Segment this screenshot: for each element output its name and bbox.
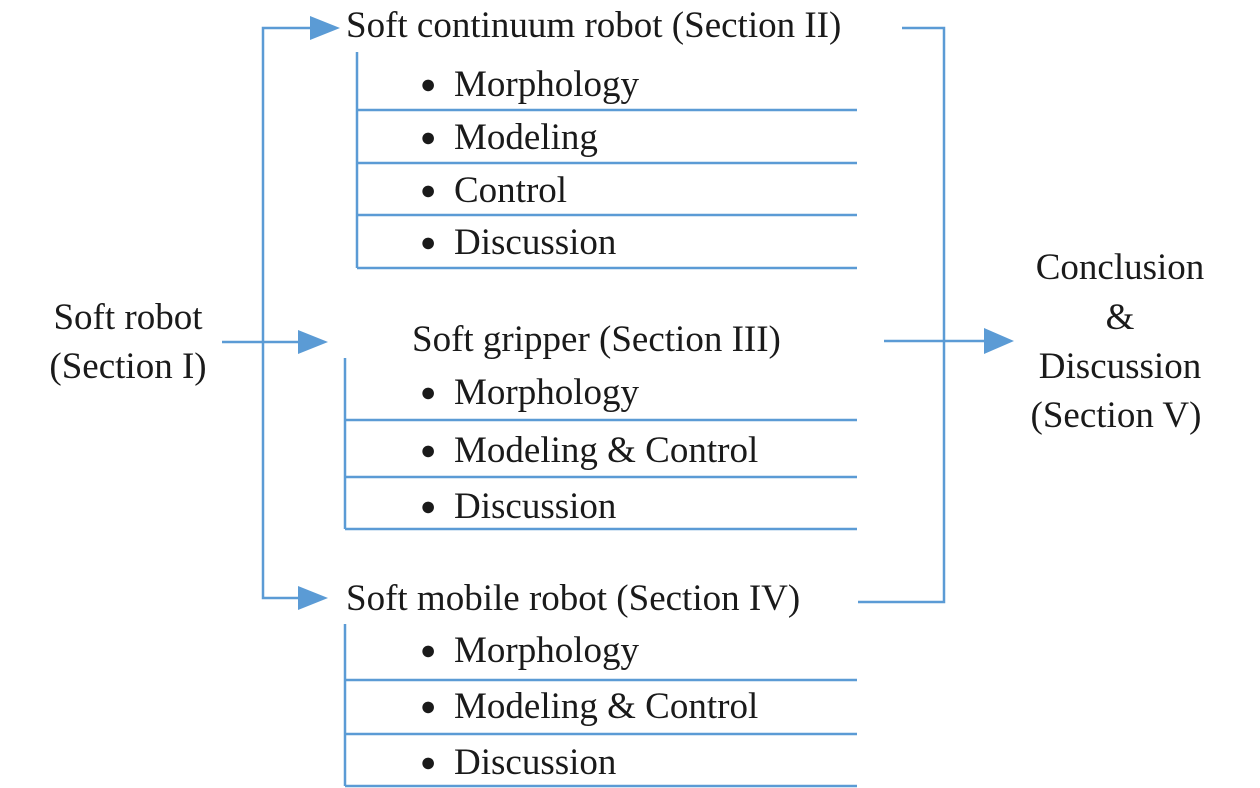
arrow-to-gripper-icon	[298, 330, 328, 354]
mobile-list-lines	[343, 624, 857, 788]
continuum-list-lines	[355, 52, 857, 270]
conclusion-node-line3: Discussion	[1038, 346, 1202, 387]
mobile-section-title: Soft mobile robot (Section IV)	[346, 578, 801, 619]
sections-collector-line	[858, 26, 946, 604]
conclusion-node-line1: Conclusion	[1035, 247, 1205, 288]
arrow-to-mobile-icon	[298, 586, 328, 610]
conclusion-collector-lines	[858, 26, 990, 604]
mobile-item-discussion: Discussion	[420, 740, 616, 785]
root-to-continuum-line	[261, 26, 318, 342]
gripper-list-lines	[343, 358, 857, 531]
gripper-section-title: Soft gripper (Section III)	[412, 319, 781, 360]
conclusion-node-line4: (Section V)	[1030, 395, 1202, 436]
continuum-section-title: Soft continuum robot (Section II)	[346, 5, 842, 46]
mobile-item-morphology: Morphology	[420, 628, 639, 673]
conclusion-node-line2: &	[1105, 297, 1135, 338]
gripper-item-modeling-control: Modeling & Control	[420, 428, 758, 473]
mobile-item-modeling-control: Modeling & Control	[420, 684, 758, 729]
gripper-item-morphology: Morphology	[420, 370, 639, 415]
gripper-item-discussion: Discussion	[420, 484, 616, 529]
continuum-item-control: Control	[420, 168, 567, 213]
root-node-line1: Soft robot	[53, 297, 203, 338]
root-to-mobile-line	[261, 342, 302, 600]
root-branch-lines	[222, 26, 318, 600]
root-node-line2: (Section I)	[49, 346, 207, 387]
continuum-item-morphology: Morphology	[420, 62, 639, 107]
continuum-item-discussion: Discussion	[420, 220, 616, 265]
continuum-item-modeling: Modeling	[420, 115, 598, 160]
arrow-to-continuum-icon	[310, 16, 340, 40]
arrow-to-conclusion-icon	[984, 328, 1014, 354]
